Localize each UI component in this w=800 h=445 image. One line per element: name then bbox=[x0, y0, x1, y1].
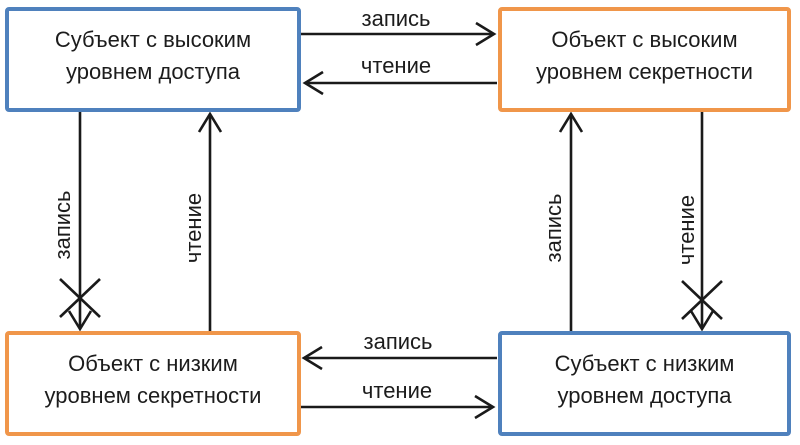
node-subject-high-access: Субъект с высоким уровнем доступа bbox=[5, 7, 301, 112]
node-object-low-secrecy: Объект с низким уровнем секретности bbox=[5, 331, 301, 436]
forbidden-cross-icon bbox=[681, 280, 723, 320]
edge-label-left-read: чтение bbox=[181, 192, 206, 264]
node-label-line1: Субъект с высоким bbox=[54, 27, 252, 52]
node-label-line1: Субъект с низким bbox=[554, 351, 735, 376]
node-subject-low-access: Субъект с низким уровнем доступа bbox=[498, 331, 791, 436]
forbidden-cross-icon bbox=[59, 278, 101, 318]
node-label-line2: уровнем секретности bbox=[44, 383, 262, 408]
node-label-line1: Объект с высоким bbox=[551, 27, 738, 52]
node-label-line2: уровнем доступа bbox=[557, 383, 732, 408]
node-object-high-secrecy: Объект с высоким уровнем секретности bbox=[498, 7, 791, 112]
edge-label-bottom-read: чтение bbox=[361, 378, 433, 403]
edge-label-right-read: чтение bbox=[674, 194, 699, 266]
edge-label-top-read: чтение bbox=[360, 53, 432, 78]
edge-label-top-write: запись bbox=[361, 6, 431, 31]
edge-label-bottom-write: запись bbox=[363, 329, 433, 354]
node-label-line2: уровнем секретности bbox=[536, 59, 753, 84]
edge-label-left-write: запись bbox=[50, 190, 75, 260]
edge-label-right-write: запись bbox=[541, 193, 566, 263]
node-label-line1: Объект с низким bbox=[68, 351, 238, 376]
node-label-line2: уровнем доступа bbox=[65, 59, 241, 84]
